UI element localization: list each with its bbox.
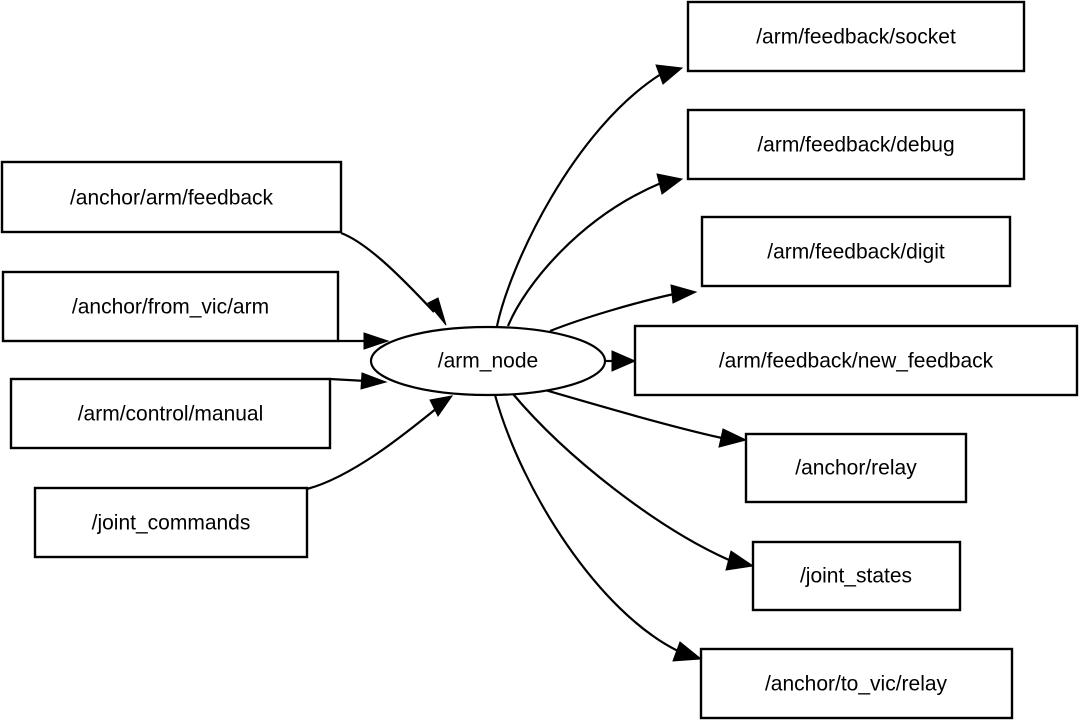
- node-box[interactable]: [686, 108, 1026, 181]
- edge-arm-node-to-anchor-to-vic-relay: [493, 394, 703, 662]
- node-box[interactable]: [744, 432, 968, 504]
- output-node-arm-feedback-digit[interactable]: /arm/feedback/digit: [700, 215, 1012, 288]
- node-box[interactable]: [1, 270, 340, 343]
- node-label: /joint_commands: [92, 512, 251, 535]
- edge-arm-node-to-arm-feedback-socket: [495, 64, 684, 327]
- node-label: /joint_states: [800, 565, 912, 588]
- output-node-arm-feedback-new-feedback[interactable]: /arm/feedback/new_feedback: [633, 324, 1079, 397]
- node-box[interactable]: [751, 540, 962, 612]
- edge-arm-node-to-arm-feedback-digit: [549, 284, 698, 333]
- node-box[interactable]: [699, 647, 1014, 720]
- input-node-anchor-from-vic-arm[interactable]: /anchor/from_vic/arm: [1, 270, 340, 343]
- node-box[interactable]: [700, 215, 1012, 288]
- node-label: /arm/feedback/socket: [756, 26, 956, 49]
- node-box[interactable]: [633, 324, 1079, 397]
- input-node-arm-control-manual[interactable]: /arm/control/manual: [9, 377, 332, 450]
- edge-arm-control-manual-to-arm-node: [329, 372, 388, 390]
- node-label: /arm/feedback/digit: [767, 241, 945, 264]
- edge-arm-node-to-arm-feedback-new-feedback: [606, 350, 637, 372]
- output-node-anchor-to-vic-relay[interactable]: /anchor/to_vic/relay: [699, 647, 1014, 720]
- node-box[interactable]: [0, 160, 343, 234]
- input-node-anchor-arm-feedback[interactable]: /anchor/arm/feedback: [0, 160, 343, 234]
- node-label: /arm/feedback/debug: [757, 134, 954, 157]
- center-node-arm-node[interactable]: /arm_node: [369, 325, 607, 397]
- node-label: /arm/control/manual: [78, 403, 264, 426]
- node-ellipse[interactable]: [369, 325, 607, 397]
- edge-arm-node-to-arm-feedback-debug: [506, 173, 684, 327]
- node-label: /anchor/relay: [795, 457, 917, 480]
- edge-anchor-arm-feedback-to-arm-node: [340, 231, 447, 326]
- edge-arm-node-to-joint-states: [512, 393, 755, 571]
- node-label: /arm/feedback/new_feedback: [719, 350, 994, 373]
- output-node-arm-feedback-socket[interactable]: /arm/feedback/socket: [686, 0, 1026, 73]
- input-node-joint-commands[interactable]: /joint_commands: [33, 486, 309, 559]
- output-node-arm-feedback-debug[interactable]: /arm/feedback/debug: [686, 108, 1026, 181]
- output-node-anchor-relay[interactable]: /anchor/relay: [744, 432, 968, 504]
- node-box[interactable]: [33, 486, 309, 559]
- edge-joint-commands-to-arm-node: [306, 395, 454, 491]
- node-label: /arm_node: [438, 350, 538, 373]
- node-box[interactable]: [9, 377, 332, 450]
- edge-layer: [306, 64, 755, 662]
- edge-arm-node-to-anchor-relay: [544, 388, 748, 448]
- edge-anchor-from-vic-arm-to-arm-node: [338, 332, 390, 350]
- node-label: /anchor/arm/feedback: [70, 187, 274, 210]
- node-box[interactable]: [686, 0, 1026, 73]
- output-node-joint-states[interactable]: /joint_states: [751, 540, 962, 612]
- node-label: /anchor/to_vic/relay: [765, 673, 948, 696]
- node-label: /anchor/from_vic/arm: [72, 296, 269, 319]
